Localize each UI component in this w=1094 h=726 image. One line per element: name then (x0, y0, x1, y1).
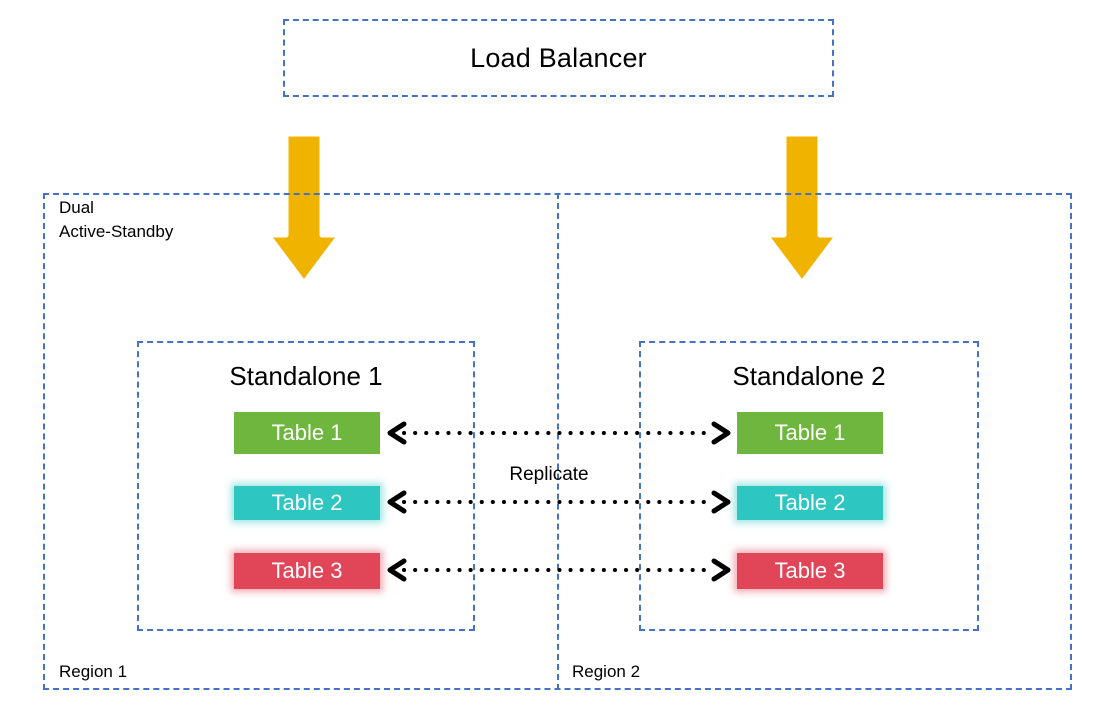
arrow-shape (265, 131, 343, 286)
region-1-label: Region 1 (59, 662, 128, 681)
standalone-1-table-1[interactable]: Table 1 (234, 412, 380, 454)
arrowhead-right (711, 421, 731, 445)
region-2-label: Region 2 (572, 662, 641, 681)
arrowhead-right (711, 558, 731, 582)
standalone-1-table-3[interactable]: Table 3 (234, 553, 380, 589)
traffic-down-arrow-region-1 (264, 131, 344, 287)
replicate-connector-table-1 (382, 421, 736, 445)
dual-label-line-1: Dual (59, 198, 94, 217)
load-balancer-box[interactable]: Load Balancer (283, 19, 834, 97)
replicate-connector-table-3 (382, 558, 736, 582)
arrowhead-left (387, 421, 407, 445)
replicate-connector-table-2 (382, 490, 736, 514)
standalone-2-table-3[interactable]: Table 3 (737, 553, 883, 589)
standalone-2-table-1[interactable]: Table 1 (737, 412, 883, 454)
region-divider-line (557, 193, 559, 690)
arrow-shape (763, 131, 841, 286)
standalone-1-box[interactable]: Standalone 1 (137, 341, 475, 631)
arrowhead-right (711, 490, 731, 514)
arrowhead-left (387, 490, 407, 514)
load-balancer-label: Load Balancer (470, 42, 647, 73)
standalone-2-box[interactable]: Standalone 2 (639, 341, 979, 631)
traffic-down-arrow-region-2 (762, 131, 842, 287)
dual-label-line-2: Active-Standby (59, 222, 174, 241)
standalone-2-title: Standalone 2 (732, 361, 886, 391)
standalone-2-table-2[interactable]: Table 2 (737, 486, 883, 520)
arrowhead-left (387, 558, 407, 582)
dual-active-standby-label: Dual Active-Standby (59, 196, 173, 244)
standalone-1-title: Standalone 1 (229, 361, 383, 391)
standalone-1-table-2[interactable]: Table 2 (234, 486, 380, 520)
